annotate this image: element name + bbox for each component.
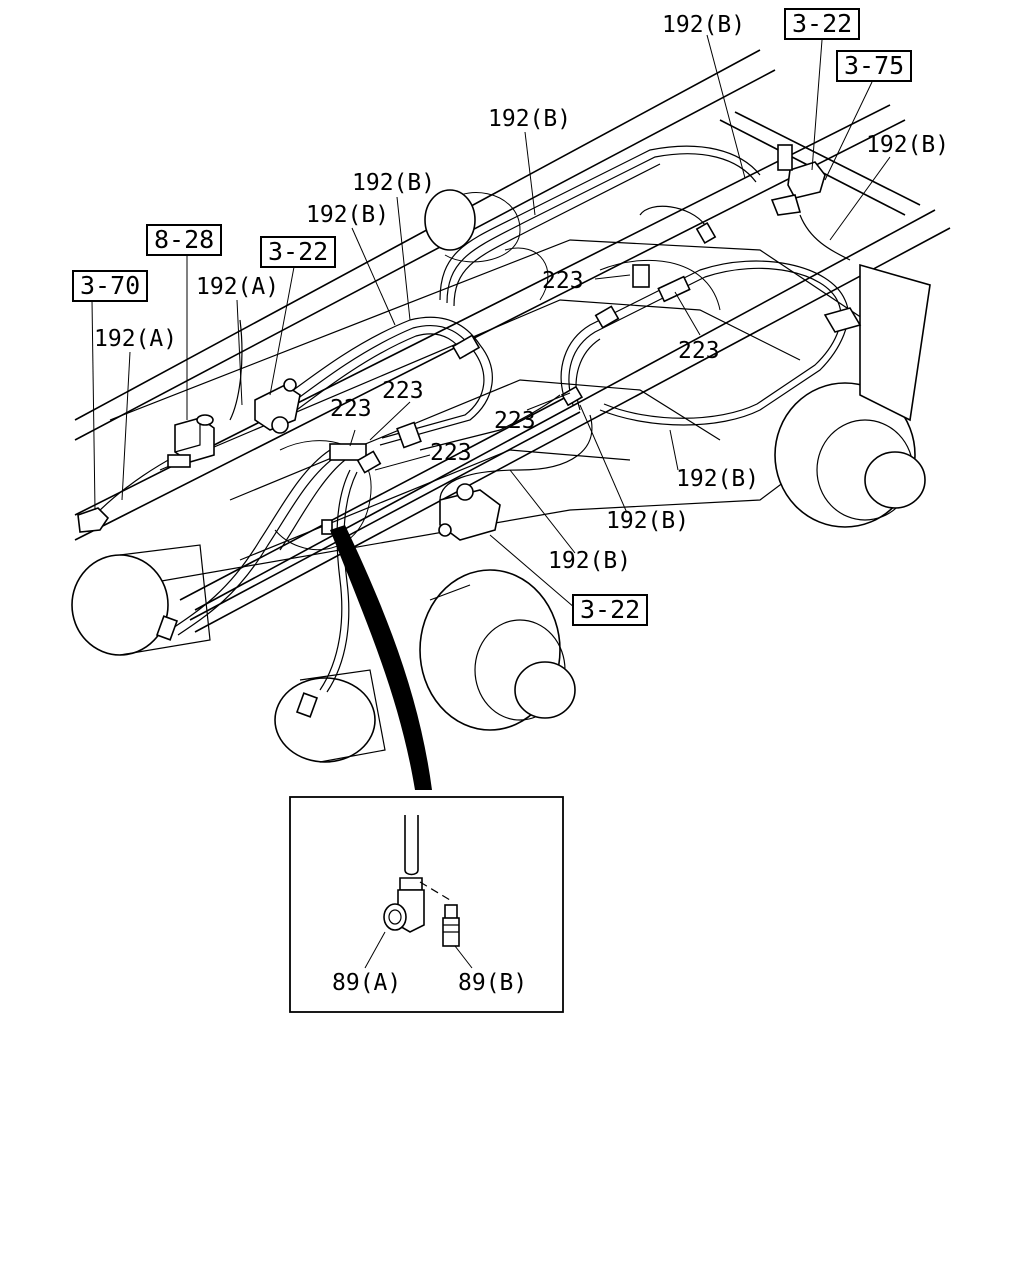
label-89b: 89(B) (458, 970, 528, 996)
label-192b-top-1: 192(B) (662, 12, 746, 38)
line-clamps (329, 264, 691, 474)
ref-box-3-75[interactable]: 3-75 (836, 50, 913, 82)
ref-box-3-22-top[interactable]: 3-22 (784, 8, 861, 40)
detail-pointer (330, 525, 432, 790)
straight-fitting-icon (442, 904, 460, 947)
label-192a-1: 192(A) (196, 274, 280, 300)
label-192b-mid-2: 192(B) (306, 202, 390, 228)
label-192b-top-2: 192(B) (488, 106, 572, 132)
label-192a-2: 192(A) (94, 326, 178, 352)
label-192b-low-2: 192(B) (606, 508, 690, 534)
label-223-e: 223 (494, 408, 536, 434)
label-223-b: 223 (678, 338, 720, 364)
label-192b-low-3: 192(B) (548, 548, 632, 574)
label-223-c: 223 (382, 378, 424, 404)
label-223-d: 223 (330, 396, 372, 422)
ref-box-8-28[interactable]: 8-28 (146, 224, 223, 256)
ref-box-3-22-bottom[interactable]: 3-22 (572, 594, 649, 626)
label-223-f: 223 (430, 440, 472, 466)
label-223-a: 223 (542, 268, 584, 294)
ref-box-3-22-left[interactable]: 3-22 (260, 236, 337, 268)
air-lines (94, 145, 851, 693)
label-192b-mid-1: 192(B) (352, 170, 436, 196)
leader-lines (91, 34, 891, 609)
elbow-fitting-icon (383, 877, 425, 933)
brake-drums (71, 189, 931, 763)
label-89a: 89(A) (332, 970, 402, 996)
valves (77, 144, 862, 718)
label-192b-low-1: 192(B) (676, 466, 760, 492)
detail-box (289, 796, 564, 1013)
ref-box-3-70[interactable]: 3-70 (72, 270, 149, 302)
frame-rails (74, 49, 951, 633)
solenoid-valve-icon (167, 414, 215, 468)
label-192b-right: 192(B) (866, 132, 950, 158)
